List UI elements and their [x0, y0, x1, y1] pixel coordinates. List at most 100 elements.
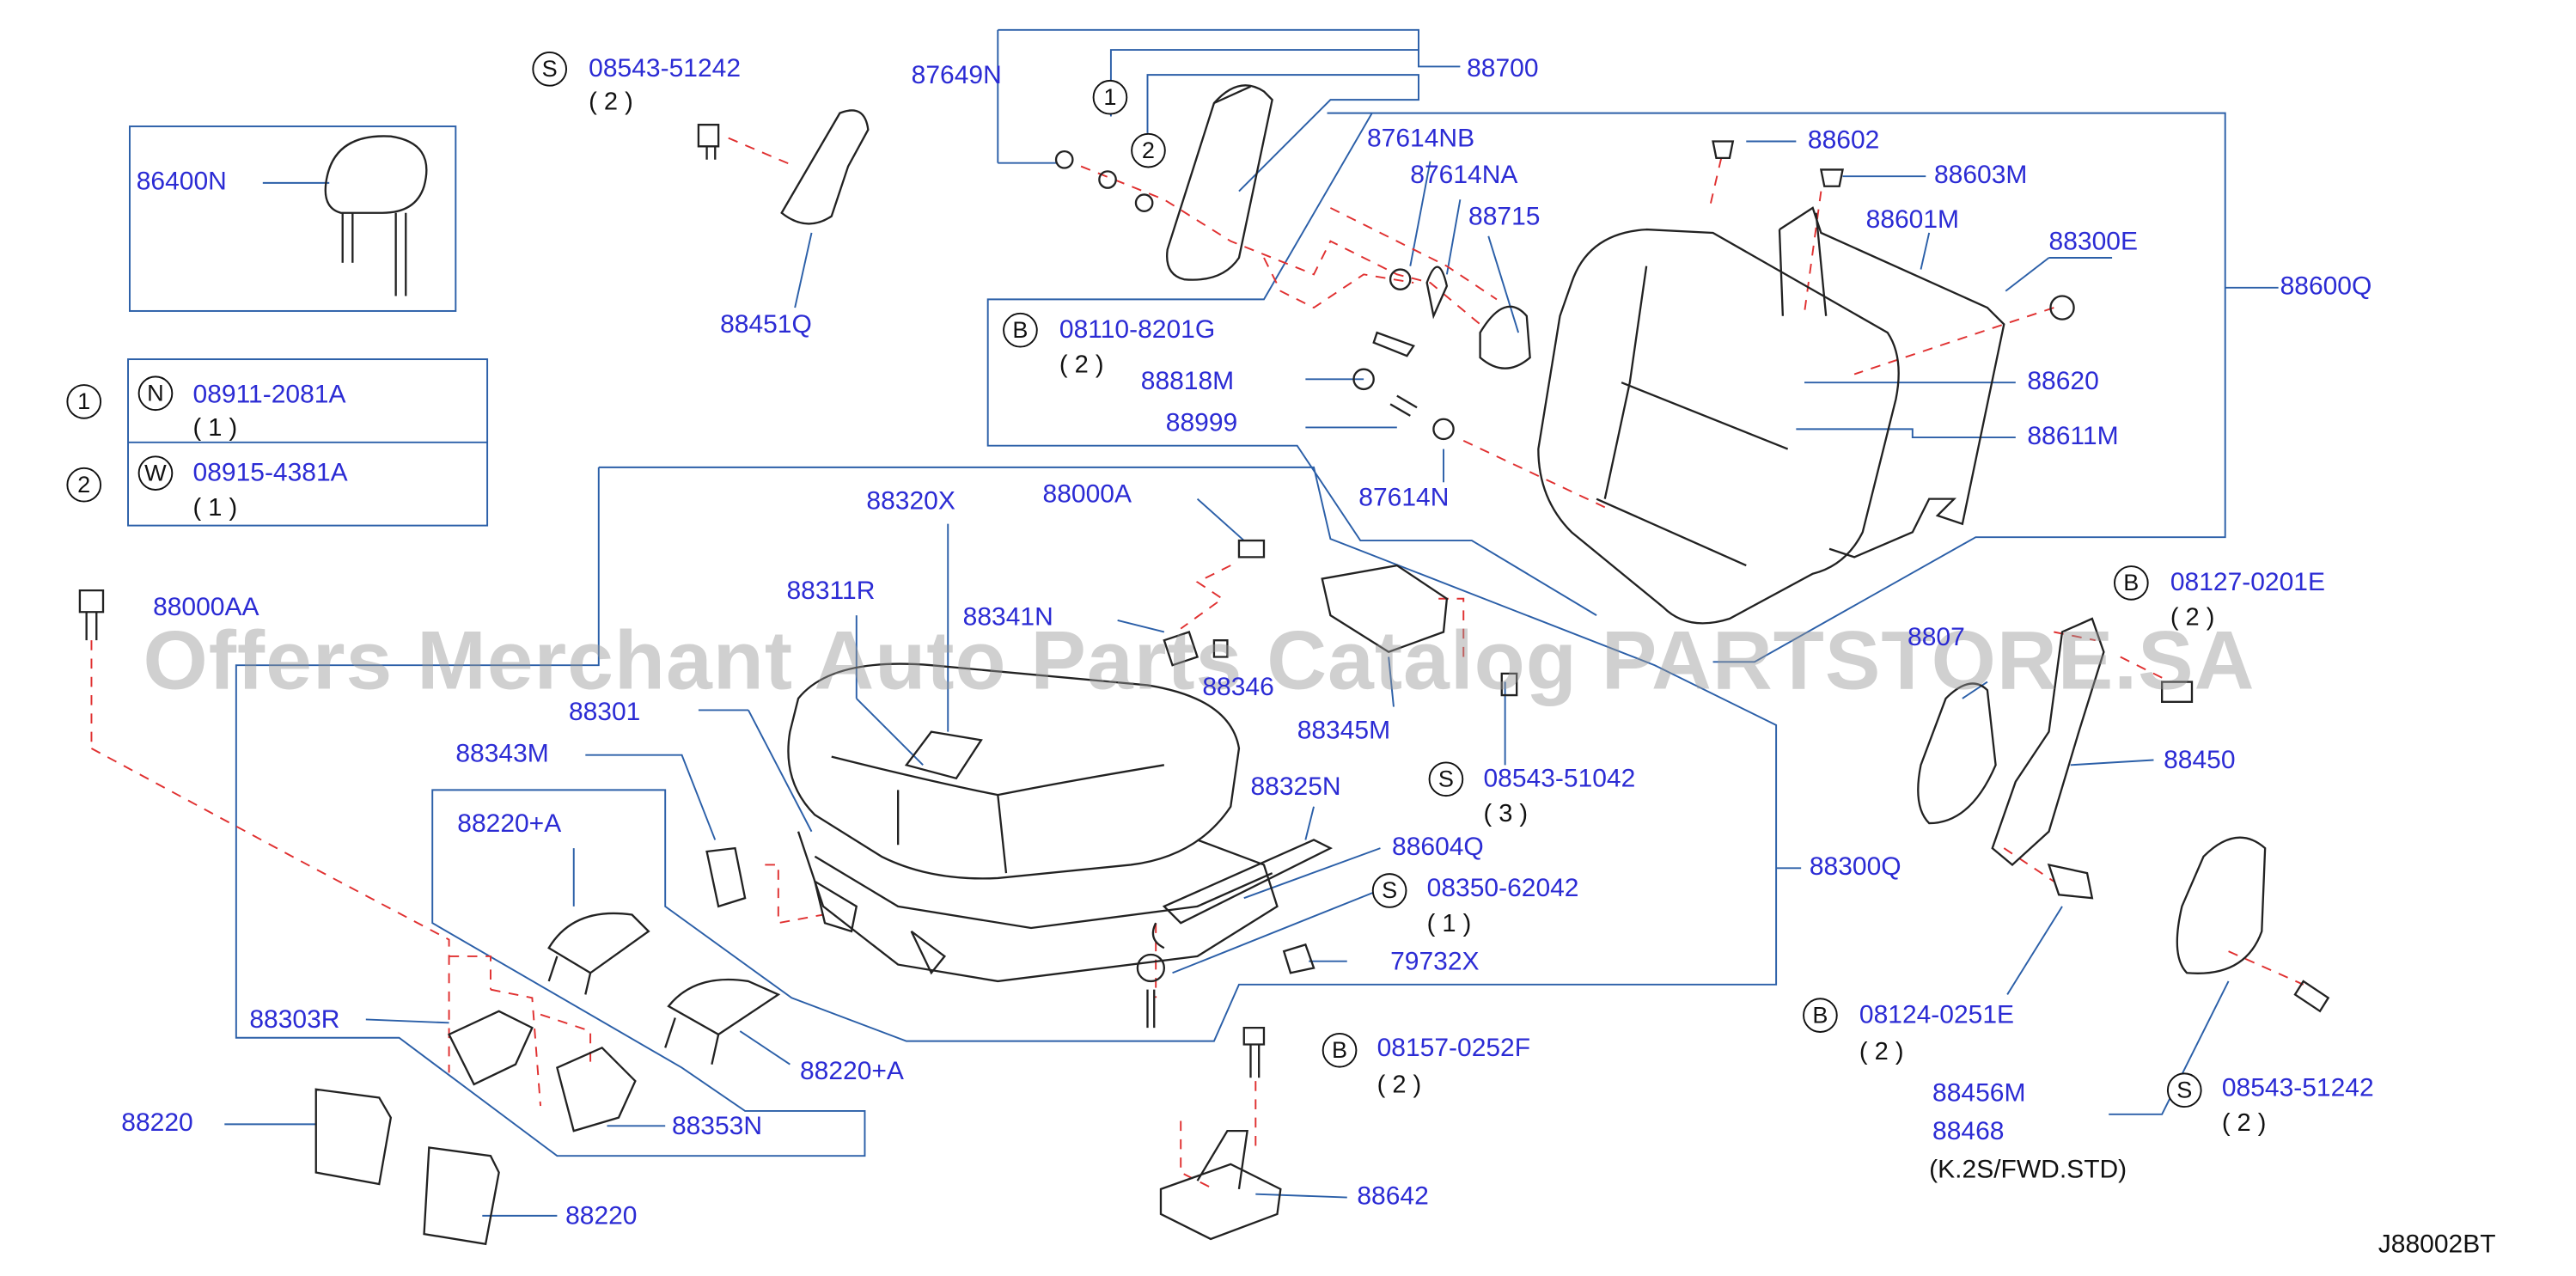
seatback-frame [1779, 206, 2005, 559]
seat-cushion [787, 662, 1241, 880]
recliner-88450 [1991, 617, 2105, 866]
armrest-88700 [1166, 84, 1273, 281]
legend-marker-2: W [137, 455, 174, 491]
part-88818M[interactable]: 88818M [1140, 367, 1235, 396]
headrest-sketch [324, 135, 428, 214]
part-88325N[interactable]: 88325N [1250, 773, 1341, 802]
part-88468[interactable]: 88468 [1932, 1117, 2005, 1146]
part-88450[interactable]: 88450 [2164, 747, 2236, 775]
fastener-qty-f4: ( 1 ) [1426, 909, 1472, 938]
part-88220-bottom[interactable]: 88220 [565, 1202, 638, 1231]
legend-qty-1: ( 1 ) [192, 413, 238, 443]
fastener-code-f6[interactable]: 08127-0201E [2170, 568, 2326, 597]
part-88300Q[interactable]: 88300Q [1809, 852, 1901, 882]
part-87614N[interactable]: 87614N [1358, 484, 1450, 513]
assembly-dashed-lines [90, 137, 2304, 1190]
callout-1: 1 [1092, 79, 1128, 115]
seat-frame [797, 831, 1279, 983]
leader-lines [127, 28, 2279, 1217]
part-88345M[interactable]: 88345M [1297, 717, 1391, 746]
diagram-code: J88002BT [2378, 1230, 2496, 1260]
fastener-marker-f8: S [2166, 1072, 2202, 1108]
fastener-code-f2[interactable]: 08110-8201G [1059, 315, 1216, 345]
striker-88642 [1159, 1129, 1282, 1241]
part-88642[interactable]: 88642 [1357, 1182, 1429, 1212]
fastener-code-f1[interactable]: 08543-51242 [589, 54, 742, 83]
fastener-marker-f2: B [1003, 312, 1038, 348]
cover-88220a-1 [547, 912, 650, 995]
part-88456M[interactable]: 88456M [1932, 1079, 2026, 1108]
fastener-marker-f1: S [532, 52, 568, 87]
part-88700[interactable]: 88700 [1467, 54, 1539, 83]
belt-88325n [1162, 839, 1333, 925]
part-88451Q[interactable]: 88451Q [720, 310, 812, 339]
legend-marker-1: N [137, 375, 174, 412]
part-88343M[interactable]: 88343M [455, 740, 549, 769]
headrest-box [129, 125, 457, 312]
fastener-marker-f5: B [1322, 1032, 1358, 1068]
legend-code-2[interactable]: 08915-4381A [192, 459, 348, 488]
panel-88220-2 [423, 1146, 500, 1246]
fastener-marker-f4: S [1371, 873, 1407, 908]
part-88603M[interactable]: 88603M [1933, 161, 2028, 190]
fastener-code-f8[interactable]: 08543-51242 [2221, 1074, 2374, 1103]
callout-2: 2 [1131, 132, 1166, 168]
part-88602[interactable]: 88602 [1807, 126, 1880, 156]
part-87614NA[interactable]: 87614NA [1410, 161, 1518, 190]
part-88611M[interactable]: 88611M [2027, 422, 2119, 451]
part-88600Q[interactable]: 88600Q [2280, 272, 2372, 302]
seatback-cushion [1537, 228, 1900, 625]
part-88000AA[interactable]: 88000AA [153, 593, 259, 622]
part-88000A[interactable]: 88000A [1042, 480, 1132, 510]
part-88303R[interactable]: 88303R [249, 1005, 340, 1035]
bracket-88345m [1321, 564, 1449, 654]
part-88341N[interactable]: 88341N [962, 603, 1053, 632]
cover-88456m [2176, 836, 2267, 974]
part-87649N[interactable]: 87649N [911, 61, 1002, 90]
legend-code-1[interactable]: 08911-2081A [192, 381, 346, 410]
variant-note: (K.2S/FWD.STD) [1929, 1156, 2127, 1185]
fastener-code-f7[interactable]: 08124-0251E [1859, 1001, 2015, 1030]
cover-8807 [1917, 682, 1997, 825]
part-88300E[interactable]: 88300E [2048, 228, 2138, 257]
panel-88220-1 [314, 1088, 393, 1186]
fastener-qty-f7: ( 2 ) [1859, 1037, 1904, 1066]
legend-qty-2: ( 1 ) [192, 493, 238, 522]
part-88320X[interactable]: 88320X [866, 487, 955, 516]
bracket-88451q [780, 109, 870, 225]
fastener-code-f3[interactable]: 08543-51042 [1483, 765, 1636, 794]
watermark: Offers Merchant Auto Parts Catalog PARTS… [143, 614, 2256, 707]
part-88604Q[interactable]: 88604Q [1392, 833, 1484, 862]
fastener-qty-f2: ( 2 ) [1059, 351, 1104, 380]
fastener-marker-f3: S [1428, 761, 1464, 797]
cover-88220a-2 [664, 978, 781, 1065]
fastener-qty-f3: ( 3 ) [1483, 799, 1529, 828]
part-88220A-lower[interactable]: 88220+A [799, 1057, 904, 1086]
fastener-code-f5[interactable]: 08157-0252F [1377, 1034, 1531, 1063]
legend-index-1: 1 [66, 384, 102, 419]
component-sketches [78, 84, 2330, 1246]
legend-index-2: 2 [66, 467, 102, 503]
part-88715[interactable]: 88715 [1468, 203, 1541, 232]
fastener-qty-f5: ( 2 ) [1377, 1071, 1422, 1100]
part-86400N[interactable]: 86400N [136, 168, 227, 197]
part-88301[interactable]: 88301 [568, 698, 641, 727]
part-79732X[interactable]: 79732X [1390, 948, 1480, 977]
part-88311R[interactable]: 88311R [786, 577, 876, 606]
part-88620[interactable]: 88620 [2027, 367, 2099, 396]
fastener-marker-f6: B [2114, 565, 2149, 601]
part-88220A-upper[interactable]: 88220+A [457, 809, 562, 839]
part-88999[interactable]: 88999 [1165, 409, 1238, 438]
part-88601M[interactable]: 88601M [1865, 206, 1960, 235]
part-88346[interactable]: 88346 [1202, 673, 1274, 702]
fastener-qty-f1: ( 2 ) [589, 88, 633, 117]
part-88353N[interactable]: 88353N [671, 1112, 763, 1141]
part-88220-left[interactable]: 88220 [121, 1108, 193, 1138]
part-8807[interactable]: 8807 [1908, 623, 1965, 652]
fastener-marker-f7: B [1803, 998, 1838, 1033]
part-87614NB[interactable]: 87614NB [1366, 125, 1475, 154]
fastener-qty-f8: ( 2 ) [2221, 1108, 2267, 1138]
fastener-code-f4[interactable]: 08350-62042 [1426, 875, 1579, 903]
